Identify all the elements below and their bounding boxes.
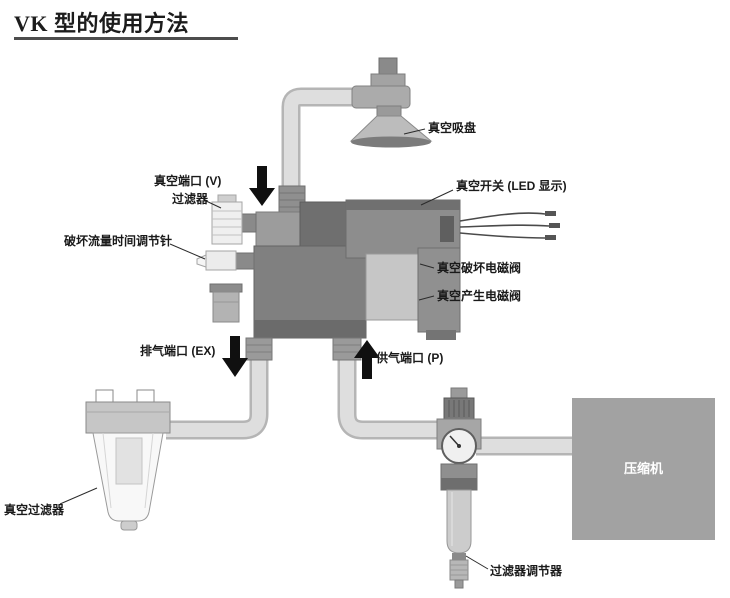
label-supply-port-p: 供气端口 (P) [376, 351, 444, 365]
label-break-flow-needle: 破坏流量时间调节针 [64, 234, 173, 248]
filter-regulator-assembly [436, 387, 482, 589]
vacuum-filter-assembly [85, 389, 171, 531]
label-vacuum-pad: 真空吸盘 [428, 121, 477, 135]
switch-cable [459, 211, 560, 240]
supply-up-arrow [354, 340, 380, 379]
label-exhaust-port-ex: 排气端口 (EX) [140, 344, 216, 358]
supply-port-fitting [332, 337, 362, 361]
compressor-box [572, 398, 715, 540]
pipe-suction-to-valve [281, 87, 368, 204]
label-filter: 过滤器 [172, 192, 209, 206]
flow-arrows [222, 166, 380, 379]
label-vacuum-switch: 真空开关 (LED 显示) [456, 179, 567, 193]
label-compressor: 压缩机 [623, 461, 663, 476]
left-lower-cylinder [209, 283, 243, 323]
vacuum-valve-unit [253, 185, 461, 340]
label-filter-regulator: 过滤器调节器 [490, 564, 563, 578]
pipe-supply-to-regulator [337, 358, 440, 440]
pipe-exhaust-to-vacuum-filter [166, 350, 269, 440]
label-vacuum-port-v: 真空端口 (V) [154, 174, 222, 188]
exhaust-down-arrow [222, 336, 248, 377]
flow-adjust-needle-component [196, 250, 255, 271]
title-underline [14, 37, 238, 40]
page-title: VK 型的使用方法 [14, 11, 190, 36]
vacuum-pad-assembly [349, 57, 433, 148]
label-vacuum-break-valve: 真空破坏电磁阀 [437, 261, 522, 275]
leader-lines [59, 128, 489, 570]
vacuum-port-down-arrow [249, 166, 275, 206]
label-vacuum-filter: 真空过滤器 [4, 503, 65, 517]
port-filter-component [211, 194, 257, 245]
exhaust-port-fitting [245, 337, 273, 361]
label-vacuum-gen-valve: 真空产生电磁阀 [437, 289, 522, 303]
